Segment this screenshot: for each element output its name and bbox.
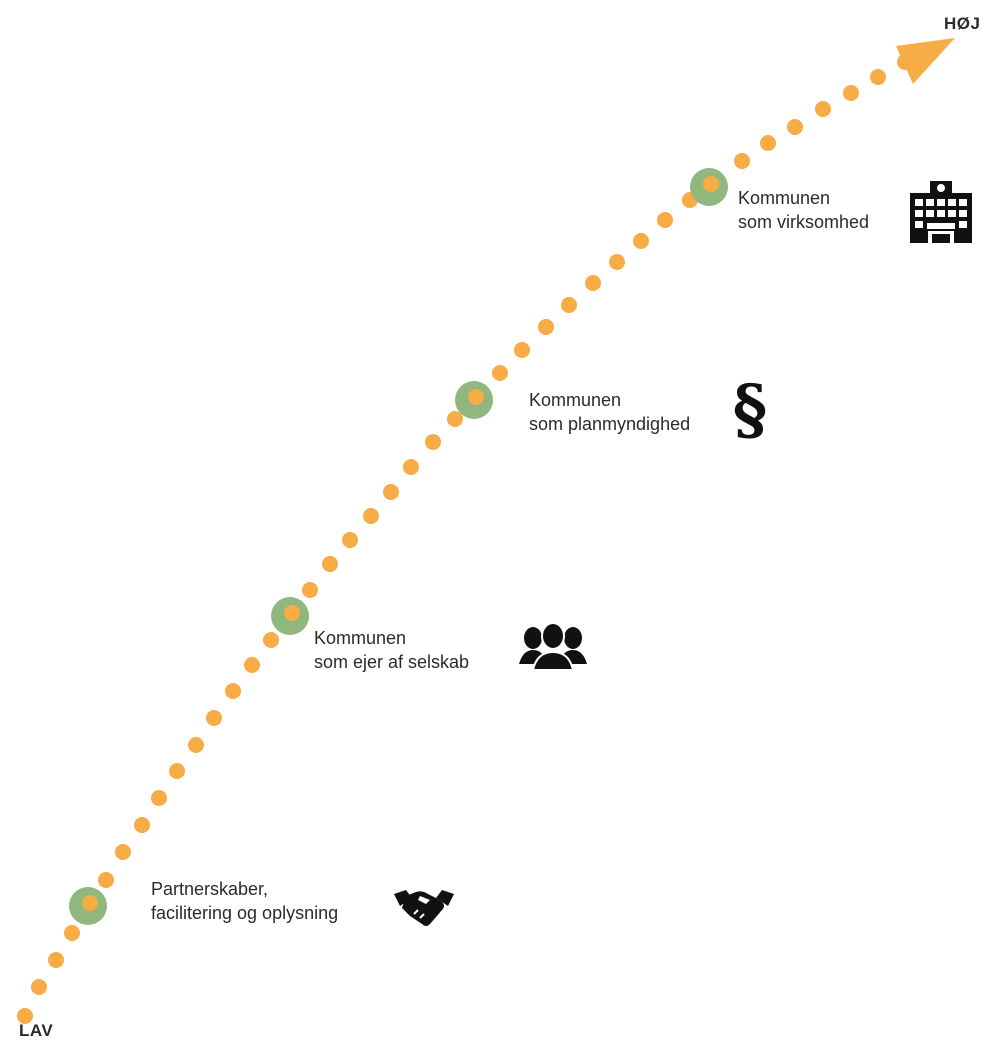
step-label-line-1: Kommunen <box>738 188 831 208</box>
trend-dot <box>403 459 419 475</box>
trend-dot <box>64 925 80 941</box>
milestone-rings <box>69 168 728 925</box>
trend-dot <box>48 952 64 968</box>
trend-dot <box>734 153 750 169</box>
trend-dot <box>17 1008 33 1024</box>
trend-dot <box>383 484 399 500</box>
trend-dot <box>363 508 379 524</box>
step-label-planning-authority: Kommunen som planmyndighed <box>529 388 690 436</box>
trend-dot <box>787 119 803 135</box>
trend-dot <box>115 844 131 860</box>
trend-dot <box>302 582 318 598</box>
svg-text:§: § <box>733 374 768 442</box>
trend-dot <box>188 737 204 753</box>
trend-dot <box>492 365 508 381</box>
group-people-icon <box>519 622 587 670</box>
trend-dot <box>760 135 776 151</box>
paragraph-section-icon: § <box>733 374 768 442</box>
trend-dot <box>206 710 222 726</box>
low-label: LAV <box>19 1021 54 1040</box>
trend-dot <box>657 212 673 228</box>
arrowhead <box>896 38 955 84</box>
trend-dot <box>225 683 241 699</box>
trend-dot <box>151 790 167 806</box>
trend-dot <box>263 632 279 648</box>
step-label-line-2: som virksomhed <box>738 212 870 232</box>
step-label-line-2: facilitering og oplysning <box>151 903 339 923</box>
trend-dot <box>514 342 530 358</box>
trend-dot <box>244 657 260 673</box>
trend-dot <box>609 254 625 270</box>
trend-dot <box>585 275 601 291</box>
trend-dot <box>633 233 649 249</box>
milestone-dot <box>468 389 484 405</box>
step-label-line-1: Kommunen <box>529 390 622 410</box>
trend-dot <box>134 817 150 833</box>
step-label-company-owner: Kommunen som ejer af selskab <box>314 626 469 674</box>
trend-dot <box>322 556 338 572</box>
trend-dot <box>815 101 831 117</box>
trend-dot <box>561 297 577 313</box>
step-label-line-1: Partnerskaber, <box>151 879 269 899</box>
trend-dot <box>425 434 441 450</box>
milestone-dot <box>284 605 300 621</box>
step-label-line-1: Kommunen <box>314 628 407 648</box>
trend-dot <box>843 85 859 101</box>
step-label-line-2: som planmyndighed <box>529 414 691 434</box>
trend-dot <box>169 763 185 779</box>
high-label: HØJ <box>944 14 981 33</box>
milestone-dot <box>703 176 719 192</box>
dotted-trend-line <box>17 54 913 1024</box>
step-label-municipal-enterprise: Kommunen som virksomhed <box>738 186 869 234</box>
trend-dot <box>31 979 47 995</box>
trend-dot <box>870 69 886 85</box>
step-label-partnerships: Partnerskaber, facilitering og oplysning <box>151 877 338 925</box>
milestone-dot <box>82 895 98 911</box>
trend-dot <box>342 532 358 548</box>
trend-dot <box>98 872 114 888</box>
trend-dot <box>538 319 554 335</box>
trend-dot <box>447 411 463 427</box>
office-building-icon <box>910 181 972 243</box>
step-label-line-2: som ejer af selskab <box>314 652 470 672</box>
handshake-icon <box>394 890 454 926</box>
